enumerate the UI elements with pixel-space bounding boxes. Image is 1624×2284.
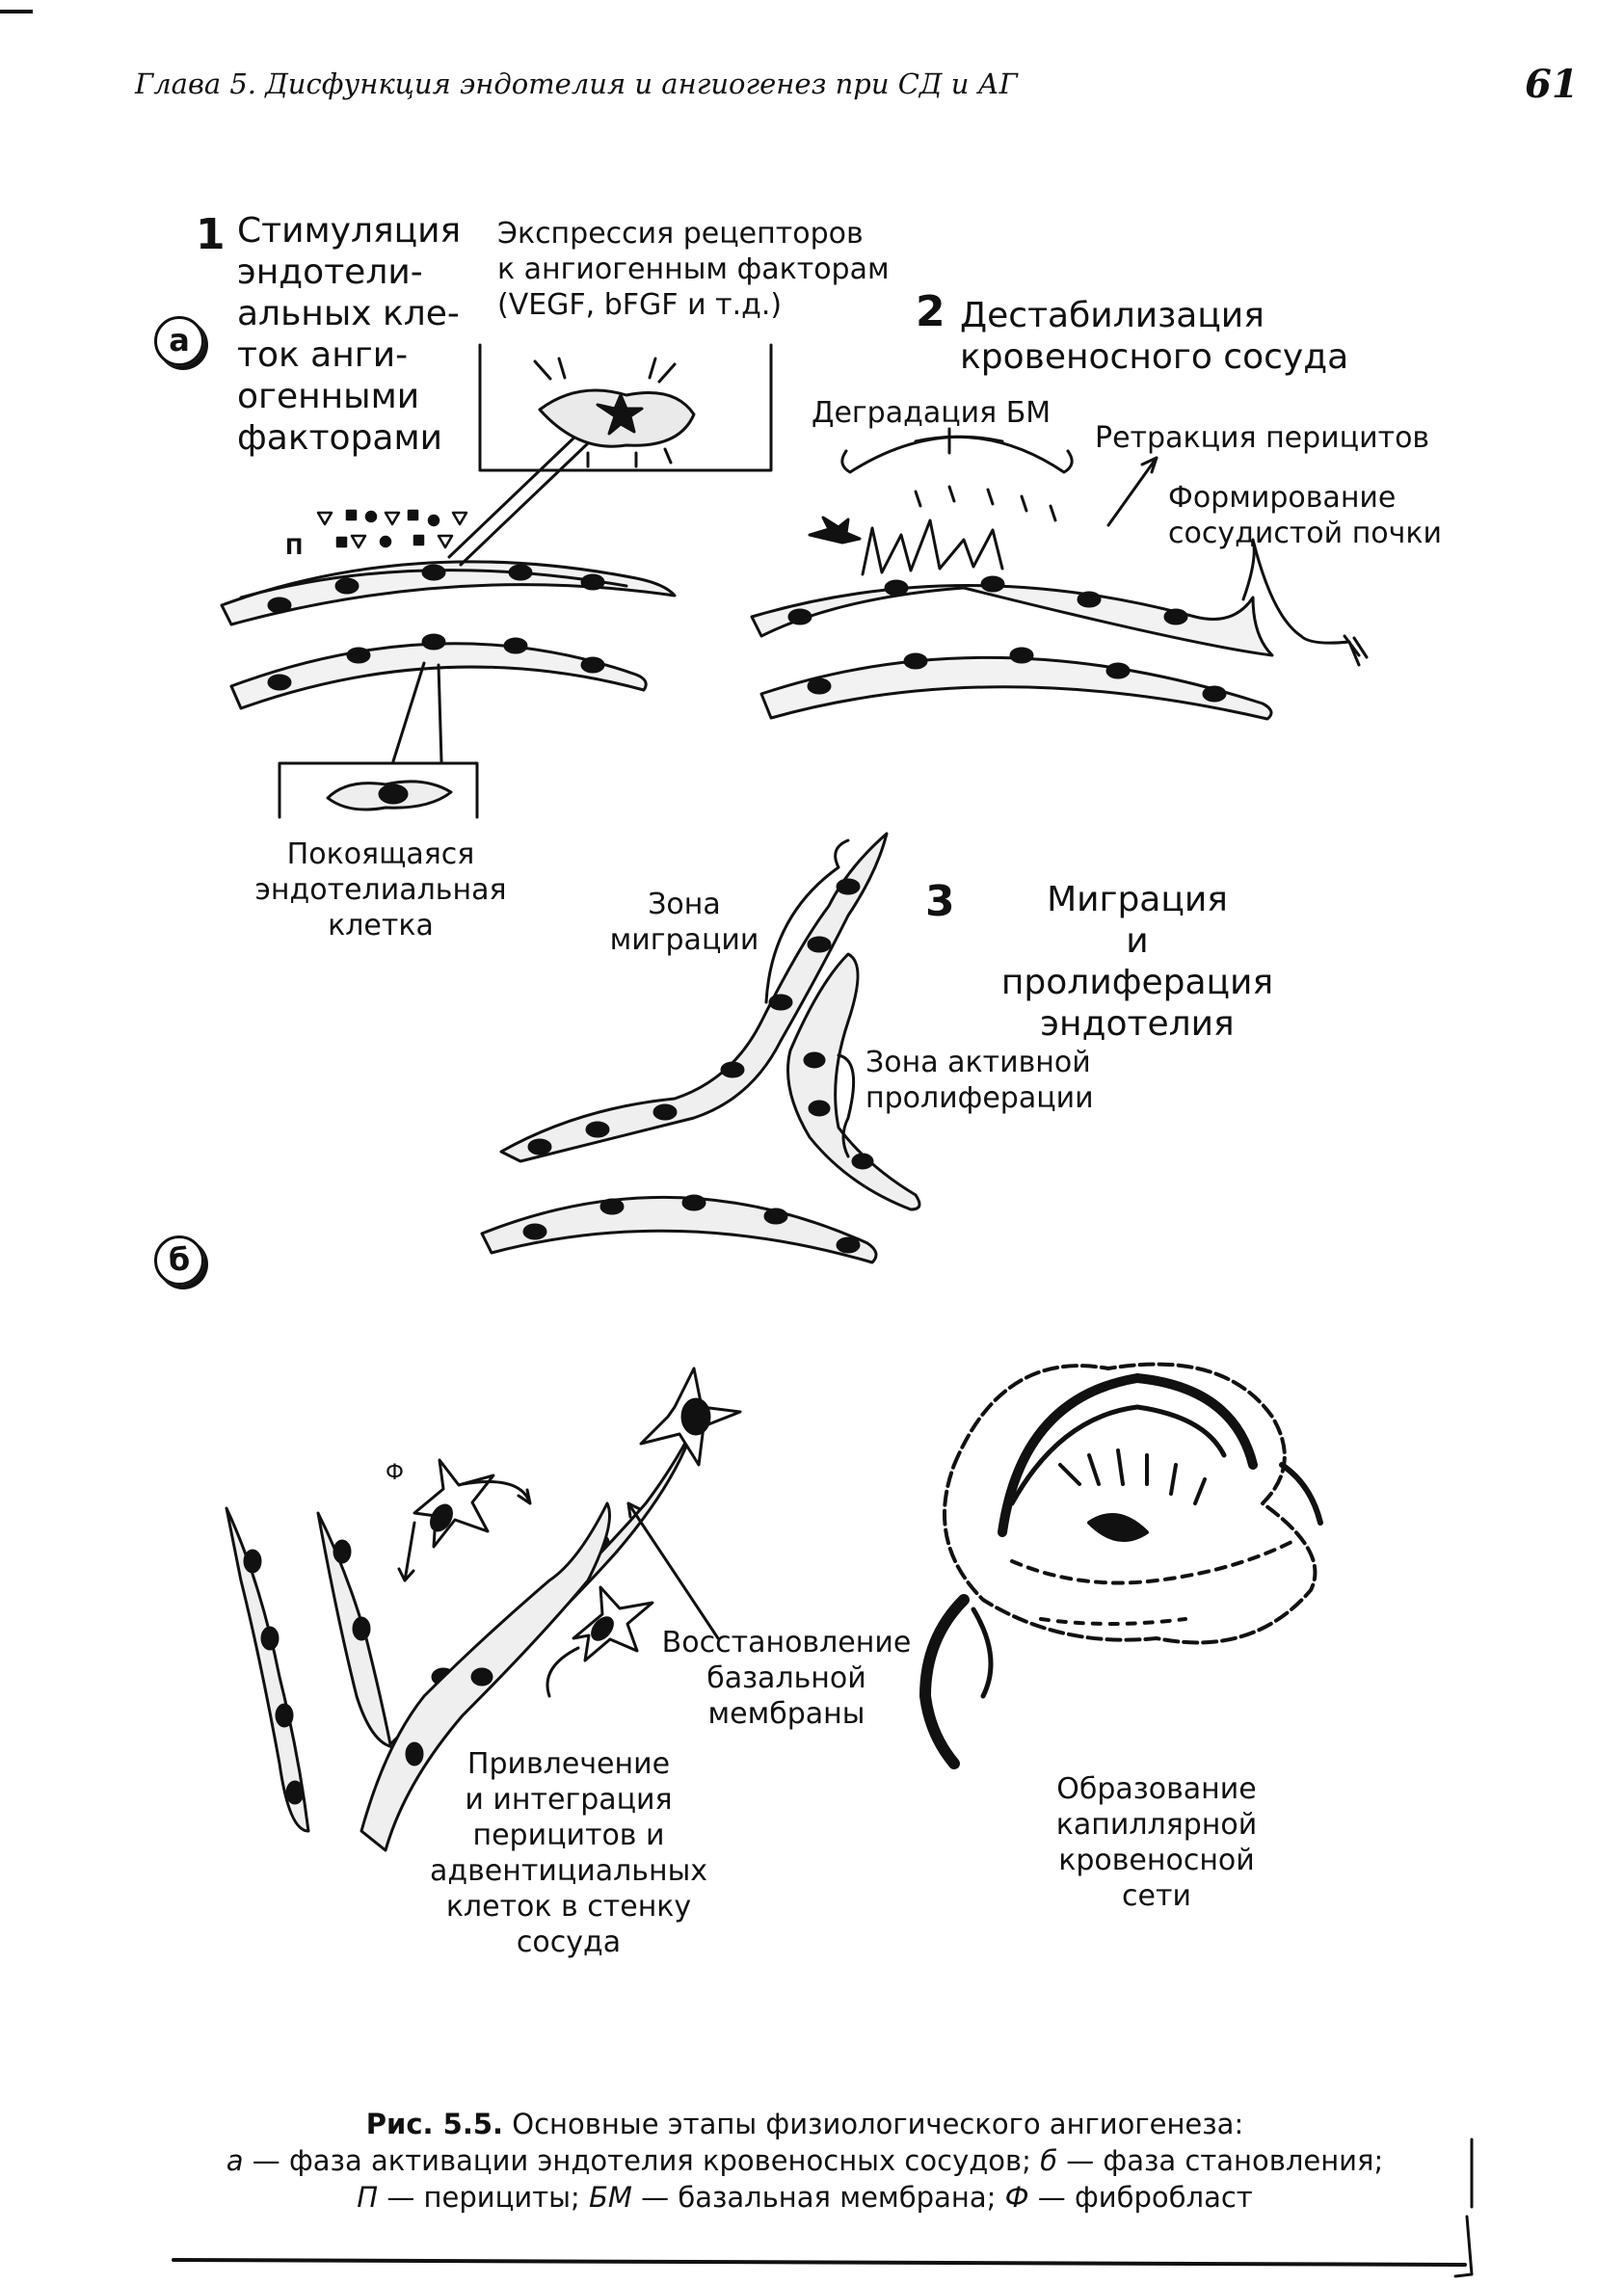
pericyte-recruitment-line: сосуда [516,1925,622,1959]
step3-title-line: и пролиферация [1000,921,1274,1002]
step1-title-line: ток анги- [237,335,409,375]
caption-bottom-rule [172,2258,1467,2267]
step1-title-line: альных кле- [237,294,460,333]
caption-line-1: Рис. 5.5. Основные этапы физиологическог… [145,2106,1465,2142]
panel-a-label: a [154,316,204,366]
migration-zone-line: миграции [609,923,759,957]
pericyte-recruitment-line: и интеграция [465,1783,673,1817]
caption-line-2: а — фаза активации эндотелия кровеносных… [145,2142,1465,2179]
step2-title-line: Дестабилизация [960,296,1265,335]
receptor-expression-note: Экспрессия рецепторов к ангиогенным факт… [497,216,890,323]
pericyte-retraction-label: Ретракция перицитов [1095,421,1430,455]
step2-title: Дестабилизация кровеносного сосуда [960,295,1348,378]
capillary-network-line: капиллярной [1055,1808,1258,1842]
caption-title: Основные этапы физиологического ангиоген… [503,2108,1244,2140]
maturation-vessel-left [225,1506,310,1833]
sprout-main [499,832,889,1163]
basement-membrane-line: мембраны [707,1697,865,1731]
step1-title-line: факторами [237,418,443,458]
bm-degradation-label: Деградация БМ [812,396,1052,430]
caption-seg: П [357,2181,379,2214]
pericyte-retraction-arrow [1106,456,1158,527]
caption-seg: — фаза активации эндотелия кровеносных с… [243,2144,1041,2177]
sprout-lower-vessel [480,1194,878,1264]
caption-seg: — фибробласт [1028,2181,1253,2214]
maturation-arrows [397,1480,720,1698]
migration-zone-label: Зона миграции [598,887,771,958]
corner-mark [0,10,33,13]
caption-label: Рис. 5.5. [365,2108,504,2140]
angiogenic-factors [316,509,468,549]
pericyte-cell-step2 [808,516,862,544]
pericyte-star-cells [413,1367,742,1662]
step3-title-line: Миграция [1047,880,1228,919]
capillary-network-line: Образование [1056,1772,1257,1806]
maturation-vessel-middle [316,1424,696,1749]
step1-title-line: огенными [237,377,420,416]
panel-b-label: б [154,1235,204,1286]
pericyte-recruitment-line: адвентициальных [429,1854,708,1888]
vessel-lower-wall-step1 [229,633,648,710]
migration-zone-bracket [764,838,850,1004]
step1-title-line: эндотели- [237,252,423,292]
step2-number: 2 [916,287,945,336]
caption-seg: — фаза становления; [1057,2144,1384,2177]
sprout-formation-line: сосудистой почки [1168,517,1443,550]
capillary-network-label: Образование капиллярной кровеносной сети [1002,1771,1311,1914]
pericyte-marker: П [285,536,304,560]
resting-cell-line: эндотелиальная [254,873,507,907]
caption-seg: — перициты; [378,2181,589,2214]
basement-membrane-line: Восстановление [661,1626,912,1660]
proliferation-zone-line: пролиферации [865,1081,1094,1115]
caption-line-3: П — перициты; БМ — базальная мембрана; Ф… [145,2179,1465,2216]
sprout-formation-label: Формирование сосудистой почки [1168,480,1442,551]
bm-degradation-brace [840,427,1074,522]
caption-seg: — базальная мембрана; [631,2181,1005,2214]
step1-number: 1 [196,210,226,259]
vessel-lower-wall-step2 [759,647,1273,721]
step3-number: 3 [925,877,955,926]
running-title: Глава 5. Дисфункция эндотелия и ангиоген… [135,67,1018,100]
capillary-network-line: кровеносной [1058,1844,1255,1877]
page-number: 61 [1525,62,1579,107]
pericyte-recruitment-line: клеток в стенку [445,1890,692,1924]
capillary-network-line: сети [1122,1879,1191,1913]
pericyte-recruitment-line: перицитов и [472,1819,665,1852]
figure-caption: Рис. 5.5. Основные этапы физиологическог… [145,2106,1465,2216]
step3-title-line: эндотелия [1040,1004,1235,1044]
receptor-note-line: к ангиогенным факторам [497,252,890,286]
basement-membrane-label: Восстановление базальной мембраны [652,1625,921,1732]
basement-membrane-line: базальной [706,1661,866,1695]
proliferation-zone-line: Зона активной [865,1046,1091,1079]
vessel-upper-wall-step2 [750,518,1369,667]
resting-cell-line: Покоящаяся [286,837,475,871]
receptor-note-line: Экспрессия рецепторов [497,217,864,251]
caption-seg: БМ [588,2181,632,2214]
receptor-callout-box [447,343,773,567]
migration-zone-line: Зона [648,888,721,921]
pericyte-recruitment-label: Привлечение и интеграция перицитов и адв… [414,1746,723,1960]
caption-seg: а [226,2144,244,2177]
proliferation-zone-bracket [837,1053,856,1158]
resting-cell-line: клетка [328,909,434,943]
vessel-upper-wall-step1 [220,560,677,626]
caption-seg: б [1040,2144,1057,2177]
sprout-formation-line: Формирование [1168,481,1397,515]
resting-cell-box [278,661,479,819]
fibroblast-marker: Ф [386,1461,404,1485]
step1-title: Стимуляция эндотели- альных кле- ток анг… [237,210,461,459]
step3-title: Миграция и пролиферация эндотелия [993,879,1282,1045]
capillary-network-drawing [919,1362,1323,1769]
pericyte-recruitment-line: Привлечение [466,1747,671,1781]
resting-cell-label: Покоящаяся эндотелиальная клетка [241,837,520,943]
caption-seg: Ф [1004,2181,1029,2214]
step2-title-line: кровеносного сосуда [960,337,1349,377]
proliferation-zone-label: Зона активной пролиферации [865,1045,1094,1116]
receptor-note-line: (VEGF, bFGF и т.д.) [497,288,783,322]
sprout-branch [786,952,921,1211]
step1-title-line: Стимуляция [237,211,462,251]
caption-bracket [1453,2138,1474,2278]
maturation-vessel-lower [359,1501,611,1852]
